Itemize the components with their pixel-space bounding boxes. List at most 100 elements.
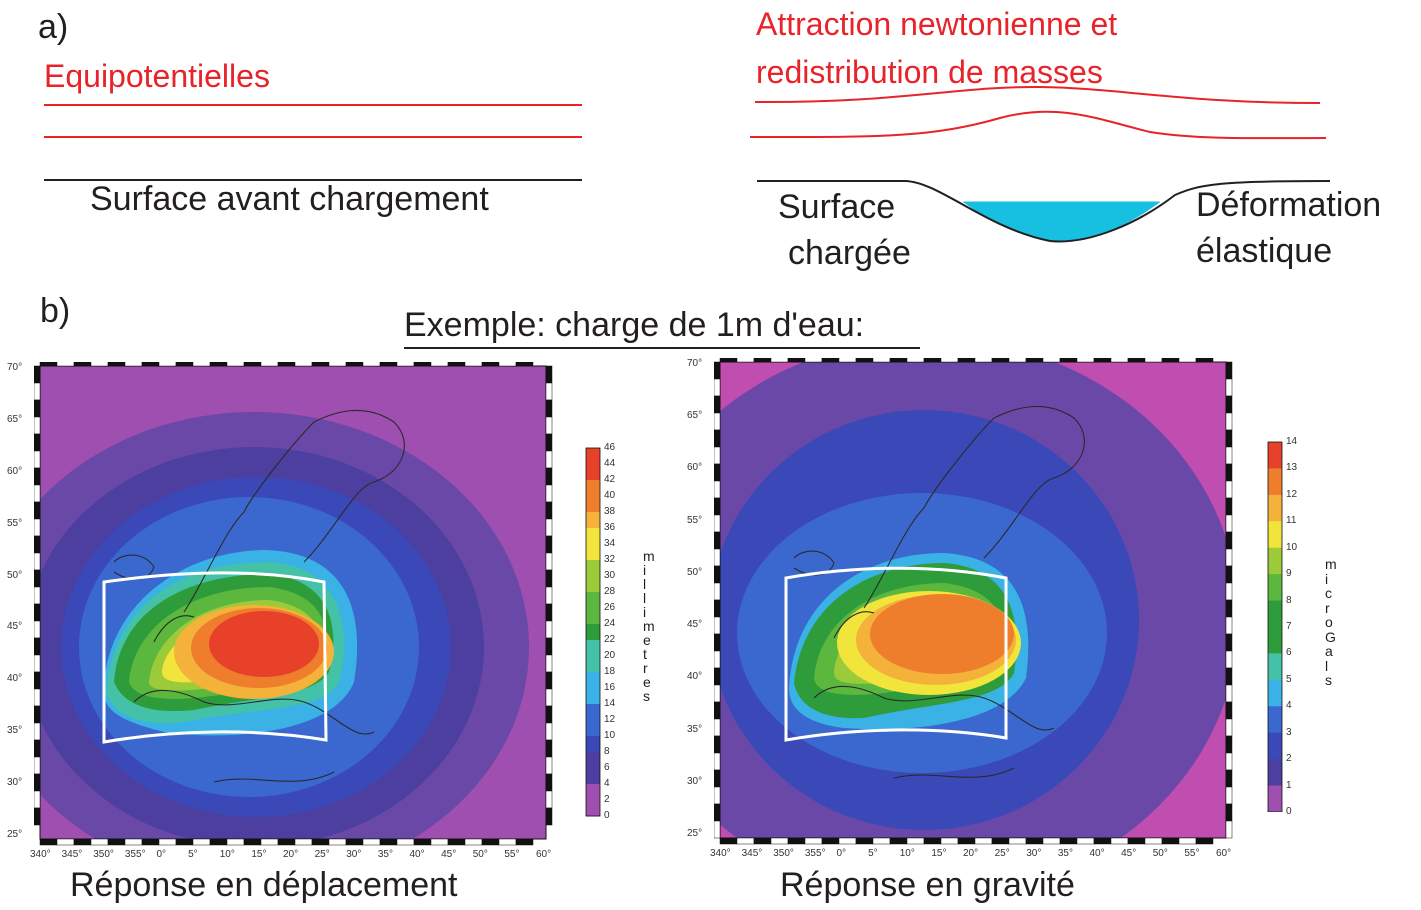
frame-segment [345, 838, 364, 846]
frame-segment [33, 365, 41, 384]
frame-segment [957, 837, 976, 845]
frame-segment [991, 355, 1010, 363]
frame-segment [713, 752, 721, 771]
frame-segment [33, 620, 41, 639]
gravity-map [713, 355, 1234, 853]
map-border-ticks-2 [713, 355, 1233, 845]
frame-segment [260, 838, 279, 846]
frame-segment [713, 701, 721, 720]
latitude-tick-label: 45° [687, 619, 703, 631]
frame-segment [545, 433, 553, 452]
frame-segment [33, 535, 41, 554]
displacement-map [33, 359, 554, 857]
latitude-tick-label: 50° [687, 566, 703, 578]
colorbar-tick-label: 5 [1286, 673, 1292, 685]
latitude-tick-label: 25° [687, 828, 703, 839]
frame-segment [821, 355, 840, 363]
colorbar-swatch [586, 608, 600, 625]
frame-segment [838, 355, 857, 363]
longitude-tick-label: 40° [1089, 848, 1105, 859]
frame-segment [713, 497, 721, 516]
colorbar-tick-label: 16 [604, 682, 616, 693]
frame-segment [855, 837, 874, 845]
frame-segment [545, 756, 553, 775]
panel-a-diagram [44, 85, 1331, 243]
frame-segment [328, 359, 347, 367]
colorbar-swatch [1268, 468, 1282, 496]
colorbar-swatch [586, 480, 600, 497]
frame-segment [158, 838, 177, 846]
frame-segment [413, 359, 432, 367]
frame-segment [379, 359, 398, 367]
latitude-tick-label: 55° [7, 517, 23, 529]
frame-segment [872, 837, 891, 845]
longitude-tick-label: 345° [741, 848, 763, 859]
frame-segment [362, 359, 381, 367]
frame-segment [545, 620, 553, 639]
frame-segment [713, 514, 721, 533]
frame-segment [1076, 837, 1095, 845]
frame-segment [1225, 548, 1233, 567]
frame-segment [311, 359, 330, 367]
frame-segment [209, 838, 228, 846]
colorbar-tick-label: 18 [604, 666, 616, 677]
unit-label-letter: l [643, 576, 647, 592]
colorbar-tick-label: 40 [604, 490, 616, 501]
frame-segment [1161, 837, 1180, 845]
colorbar-tick-label: 8 [604, 746, 610, 757]
colorbar-tick-label: 7 [1286, 621, 1292, 632]
frame-segment [713, 412, 721, 431]
frame-segment [787, 355, 806, 363]
longitude-tick-label: 55° [1184, 848, 1200, 859]
frame-segment [545, 399, 553, 418]
perturbed-equipotential-1 [754, 85, 1321, 104]
colorbar-tick-label: 26 [604, 602, 616, 613]
frame-segment [923, 355, 942, 363]
frame-segment [73, 838, 92, 846]
unit-label-letter: r [643, 660, 648, 676]
panel-b-label: b) [40, 292, 71, 330]
frame-segment [33, 756, 41, 775]
colorbar-swatch [586, 768, 600, 785]
frame-segment [515, 838, 534, 846]
longitude-tick-label: 30° [346, 849, 362, 860]
colorbar-tick-label: 12 [604, 714, 616, 725]
colorbar-swatch [586, 528, 600, 545]
longitude-tick-label: 0° [836, 848, 847, 859]
frame-segment [957, 355, 976, 363]
frame-segment [328, 838, 347, 846]
frame-segment [545, 637, 553, 656]
colorbar-swatch [586, 624, 600, 641]
frame-segment [1225, 718, 1233, 737]
frame-segment [545, 773, 553, 792]
colorbar-tick-label: 1 [1286, 779, 1292, 791]
frame-segment [33, 637, 41, 656]
longitude-tick-label: 55° [504, 849, 520, 860]
unit-label-letter: m [643, 618, 655, 634]
frame-segment [1225, 565, 1233, 584]
frame-segment [33, 688, 41, 707]
frame-segment [464, 359, 483, 367]
frame-segment [1225, 769, 1233, 788]
frame-segment [1161, 355, 1180, 363]
attraction-title-line1: Attraction newtonienne et [756, 6, 1118, 42]
frame-segment [545, 569, 553, 588]
deformation-line1: Déformation [1196, 186, 1382, 224]
colorbar-swatch [1268, 521, 1282, 549]
latitude-tick-label: 30° [7, 777, 23, 789]
frame-segment [713, 633, 721, 652]
colorbar-swatch [586, 576, 600, 593]
colorbar-tick-label: 34 [604, 538, 616, 549]
colorbar-tick-label: 44 [604, 458, 616, 469]
colorbar-tick-label: 10 [604, 730, 616, 741]
frame-segment [447, 359, 466, 367]
colorbar-swatch [1268, 653, 1282, 681]
colorbar-swatch [586, 672, 600, 689]
frame-segment [515, 359, 534, 367]
frame-segment [124, 359, 143, 367]
frame-segment [1025, 355, 1044, 363]
frame-segment [1195, 837, 1214, 845]
frame-segment [1225, 446, 1233, 465]
unit-label-letter: i [1325, 570, 1329, 587]
frame-segment [33, 773, 41, 792]
